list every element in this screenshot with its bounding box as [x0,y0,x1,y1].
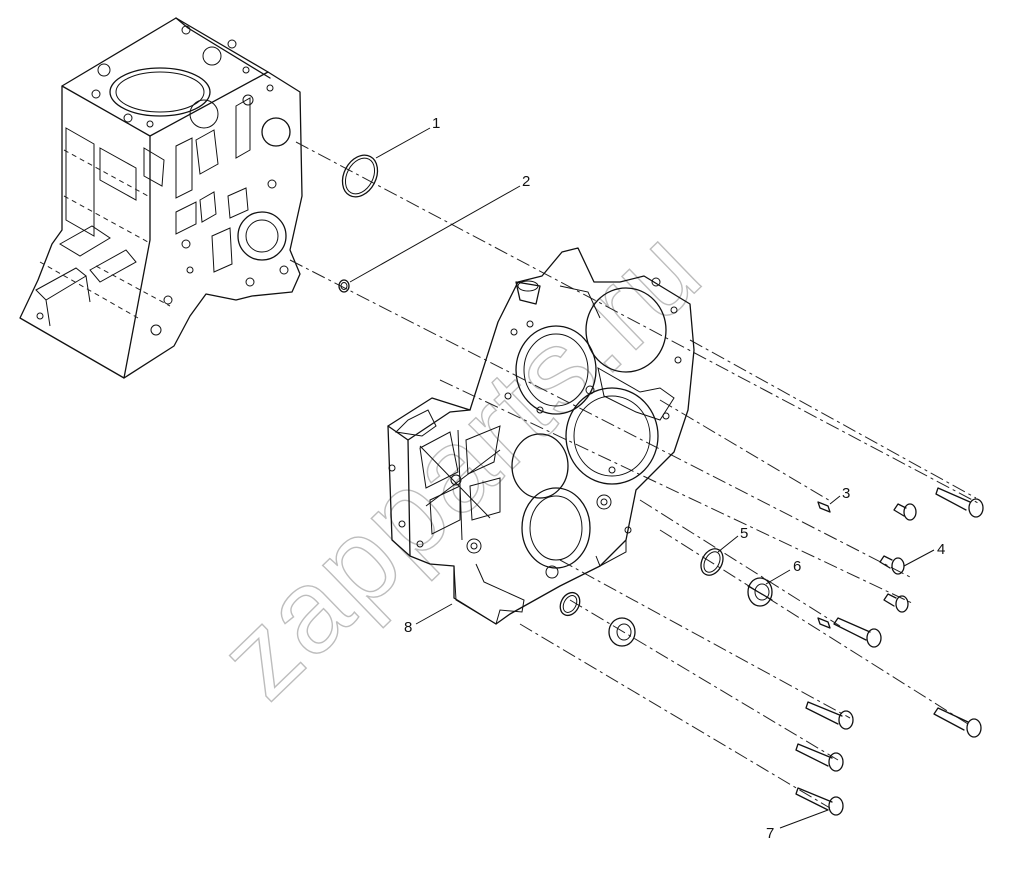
callout-6: 6 [793,558,801,575]
callout-3: 3 [842,485,850,502]
callout-5: 5 [740,525,748,542]
plug [608,577,773,647]
front-cover-housing [387,247,695,625]
leader-lines [349,127,935,829]
small-seal [338,279,350,293]
callout-8: 8 [404,619,412,636]
callout-4: 4 [937,541,945,558]
callout-7: 7 [766,825,774,842]
callout-1: 1 [432,115,440,132]
o-ring-large [341,154,379,198]
watermark: zapparts.ru [194,203,726,723]
o-ring [559,548,724,617]
dowel-pin [817,501,831,629]
assembly-centerlines [289,141,981,809]
callout-2: 2 [522,173,530,190]
callout-labels: 1 2 3 4 5 6 7 8 [404,115,945,842]
flange-bolt-short [879,503,917,613]
engine-block [19,17,303,379]
bolt-long [795,487,984,816]
